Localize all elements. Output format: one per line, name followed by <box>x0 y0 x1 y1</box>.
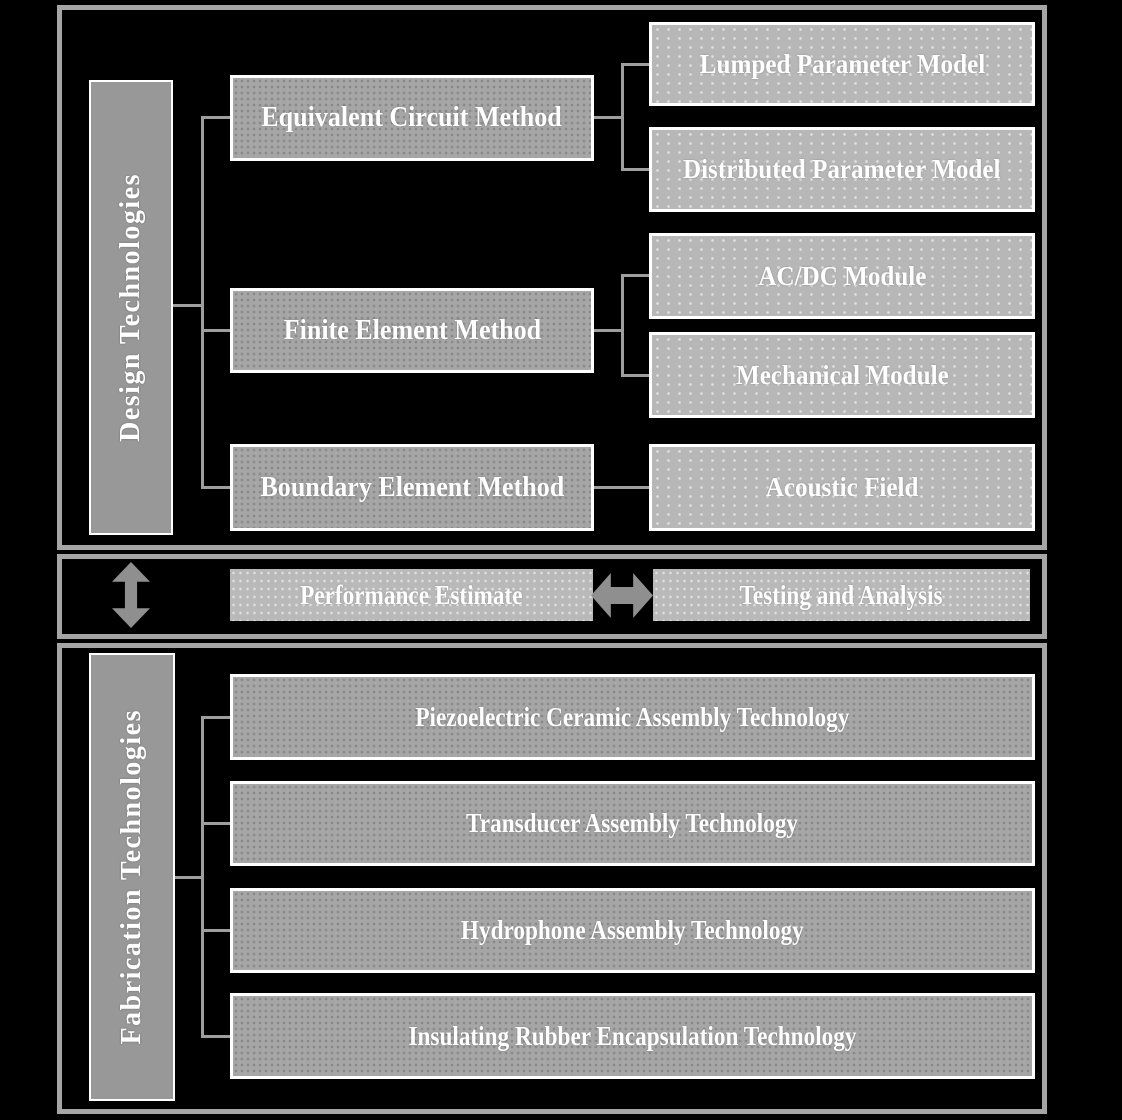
sub-box-mechanical-module: Mechanical Module <box>649 332 1035 418</box>
fabrication-box-label: Hydrophone Assembly Technology <box>461 915 804 945</box>
exchange-section-frame <box>57 554 1047 639</box>
method-label: Finite Element Method <box>283 314 541 346</box>
method-label: Equivalent Circuit Method <box>261 102 563 133</box>
fabrication-section-frame <box>57 643 1047 1114</box>
connector-bracket-to-distributed <box>621 168 649 171</box>
sub-box-label: Mechanical Module <box>735 359 949 390</box>
method-box-equivalent-circuit: Equivalent Circuit Method <box>230 75 594 161</box>
sub-box-label: Lumped Parameter Model <box>699 48 985 79</box>
fabrication-box-piezoelectric-ceramic: Piezoelectric Ceramic Assembly Technolog… <box>230 674 1035 760</box>
connector-bracket-to-lumped <box>621 63 649 66</box>
connector-design-trunk <box>201 116 204 489</box>
connector-bracket-to-mechanical <box>621 374 649 377</box>
connector-trunk-to-insulating <box>201 1035 230 1038</box>
sub-box-distributed-parameter-model: Distributed Parameter Model <box>649 127 1035 212</box>
connector-trunk-to-hydrophone <box>201 929 230 932</box>
connector-trunk-to-transducer <box>201 822 230 825</box>
fabrication-box-label: Piezoelectric Ceramic Assembly Technolog… <box>415 701 850 732</box>
sub-box-lumped-parameter-model: Lumped Parameter Model <box>649 22 1035 106</box>
connector-design-to-trunk <box>173 304 204 307</box>
fabrication-box-hydrophone-assembly: Hydrophone Assembly Technology <box>230 888 1035 973</box>
fabrication-box-transducer-assembly: Transducer Assembly Technology <box>230 781 1035 866</box>
method-box-finite-element: Finite Element Method <box>230 288 594 373</box>
sub-box-label: Acoustic Field <box>765 472 919 502</box>
sub-box-label: AC/DC Module <box>757 260 927 291</box>
fabrication-technologies-label: Fabrication Technologies <box>116 709 147 1045</box>
connector-equivalent-to-bracket <box>594 116 623 119</box>
connector-boundary-to-acoustic <box>594 486 649 489</box>
fabrication-box-label: Transducer Assembly Technology <box>466 808 799 838</box>
connector-trunk-to-equivalent <box>201 116 230 119</box>
sub-box-acdc-module: AC/DC Module <box>649 233 1035 319</box>
fabrication-box-label: Insulating Rubber Encapsulation Technolo… <box>408 1020 857 1051</box>
connector-trunk-to-boundary <box>201 486 230 489</box>
testing-and-analysis-label: Testing and Analysis <box>739 579 944 610</box>
method-box-boundary-element: Boundary Element Method <box>230 444 594 531</box>
performance-estimate-box: Performance Estimate <box>230 569 593 621</box>
testing-and-analysis-box: Testing and Analysis <box>653 569 1030 621</box>
method-label: Boundary Element Method <box>260 471 564 503</box>
sub-box-label: Distributed Parameter Model <box>683 154 1001 184</box>
connector-finite-bracket <box>621 274 624 377</box>
design-technologies-label-box: Design Technologies <box>89 80 173 535</box>
connector-trunk-to-piezoelectric <box>201 716 230 719</box>
sub-box-acoustic-field: Acoustic Field <box>649 444 1035 531</box>
fabrication-technologies-label-box: Fabrication Technologies <box>89 653 175 1101</box>
connector-equivalent-bracket <box>621 63 624 171</box>
connector-fabrication-trunk <box>201 716 204 1038</box>
performance-estimate-label: Performance Estimate <box>300 579 523 610</box>
design-section-frame <box>57 5 1047 550</box>
connector-fabrication-to-trunk <box>175 876 204 879</box>
design-technologies-label: Design Technologies <box>115 173 146 442</box>
connector-bracket-to-acdc <box>621 274 649 277</box>
fabrication-box-insulating-rubber: Insulating Rubber Encapsulation Technolo… <box>230 993 1035 1079</box>
connector-trunk-to-finite <box>201 329 230 332</box>
connector-finite-to-bracket <box>594 329 623 332</box>
